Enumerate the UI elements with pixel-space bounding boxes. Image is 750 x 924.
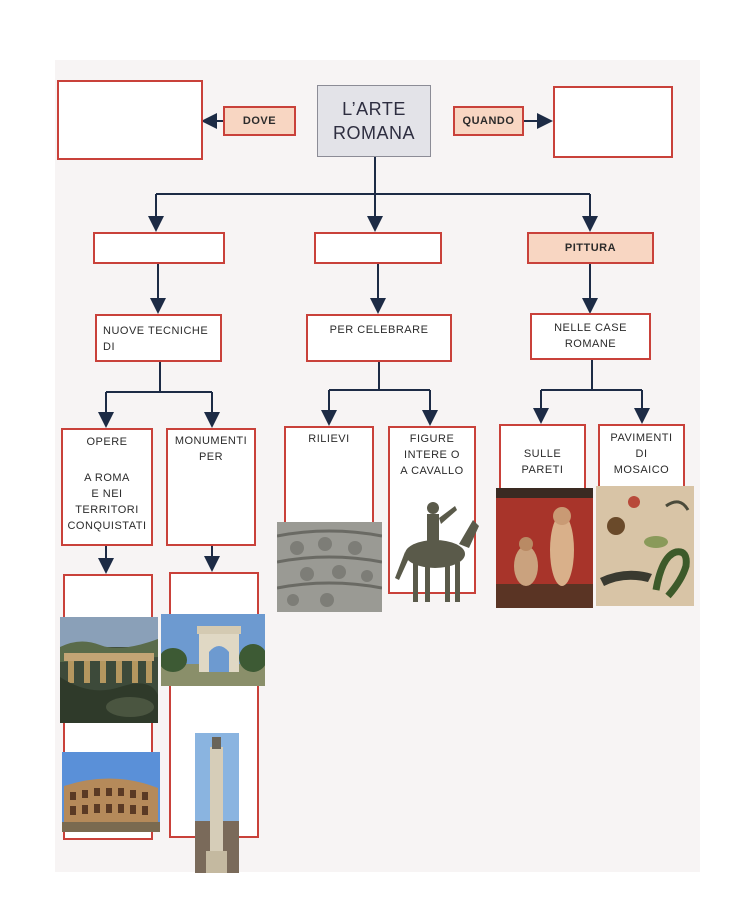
nuove-tecniche-fill-blank[interactable]	[133, 337, 213, 355]
monumenti-line-1: MONUMENTI	[174, 435, 248, 447]
per-celebrare-box: PER CELEBRARE	[306, 314, 452, 362]
nelle-case-line-1: NELLE CASE	[554, 322, 627, 334]
sulle-pareti-line-2: PARETI	[521, 464, 564, 476]
opere-line-2: A ROMA	[84, 472, 130, 484]
monumenti-fill-blank[interactable]	[171, 466, 251, 540]
floor-mosaic-image	[596, 486, 694, 606]
nelle-case-box: NELLE CASE ROMANE	[530, 313, 651, 360]
figure-line-2: INTERE O	[404, 449, 460, 461]
relief-column-image	[277, 522, 382, 612]
per-celebrare-text: PER CELEBRARE	[329, 324, 429, 336]
dove-label: DOVE	[223, 106, 296, 136]
monumenti-line-2: PER	[198, 451, 224, 463]
opere-line-1: OPERE	[86, 436, 128, 448]
aqueduct-image	[60, 617, 158, 723]
quando-answer-box[interactable]	[553, 86, 673, 158]
page-title: L’ARTE ROMANA	[317, 85, 431, 157]
pavimenti-line-1: PAVIMENTI	[610, 432, 673, 444]
figure-line-3: A CAVALLO	[400, 465, 464, 477]
pittura-label: PITTURA	[527, 232, 654, 264]
nuove-tecniche-line-2: DI	[103, 341, 115, 353]
rilievi-box: RILIEVI	[284, 426, 374, 530]
opere-example-blank[interactable]	[72, 728, 148, 750]
equestrian-statue-image	[389, 486, 485, 608]
colosseum-image	[62, 752, 160, 832]
worksheet-background	[55, 60, 700, 872]
title-line-1: L’ARTE	[342, 99, 406, 119]
pavimenti-line-3: MOSAICO	[613, 464, 670, 476]
figure-line-1: FIGURE	[409, 433, 455, 445]
opere-line-3: E NEI	[91, 488, 123, 500]
category-blank-center[interactable]	[314, 232, 442, 264]
sulle-pareti-box: SULLE PARETI	[499, 424, 586, 494]
sulle-pareti-line-1: SULLE	[523, 448, 562, 460]
trajan-column-image	[195, 733, 239, 873]
opere-box: OPERE A ROMA E NEI TERRITORI CONQUISTATI	[61, 428, 153, 546]
arch-of-titus-image	[161, 614, 265, 686]
pavimenti-line-2: DI	[635, 448, 648, 460]
dove-answer-box[interactable]	[57, 80, 203, 160]
monumenti-example-blank[interactable]	[176, 686, 252, 732]
opere-line-5: CONQUISTATI	[67, 520, 147, 532]
rilievi-text: RILIEVI	[308, 433, 350, 445]
nuove-tecniche-line-1: NUOVE TECNICHE	[103, 325, 209, 337]
pavimenti-box: PAVIMENTI DI MOSAICO	[598, 424, 685, 494]
nelle-case-line-2: ROMANE	[564, 338, 617, 350]
category-blank-left[interactable]	[93, 232, 225, 264]
quando-label: QUANDO	[453, 106, 524, 136]
opere-line-4: TERRITORI	[75, 504, 139, 516]
title-line-2: ROMANA	[332, 123, 415, 143]
wall-painting-image	[496, 488, 593, 608]
opere-fill-blank[interactable]	[66, 451, 146, 467]
